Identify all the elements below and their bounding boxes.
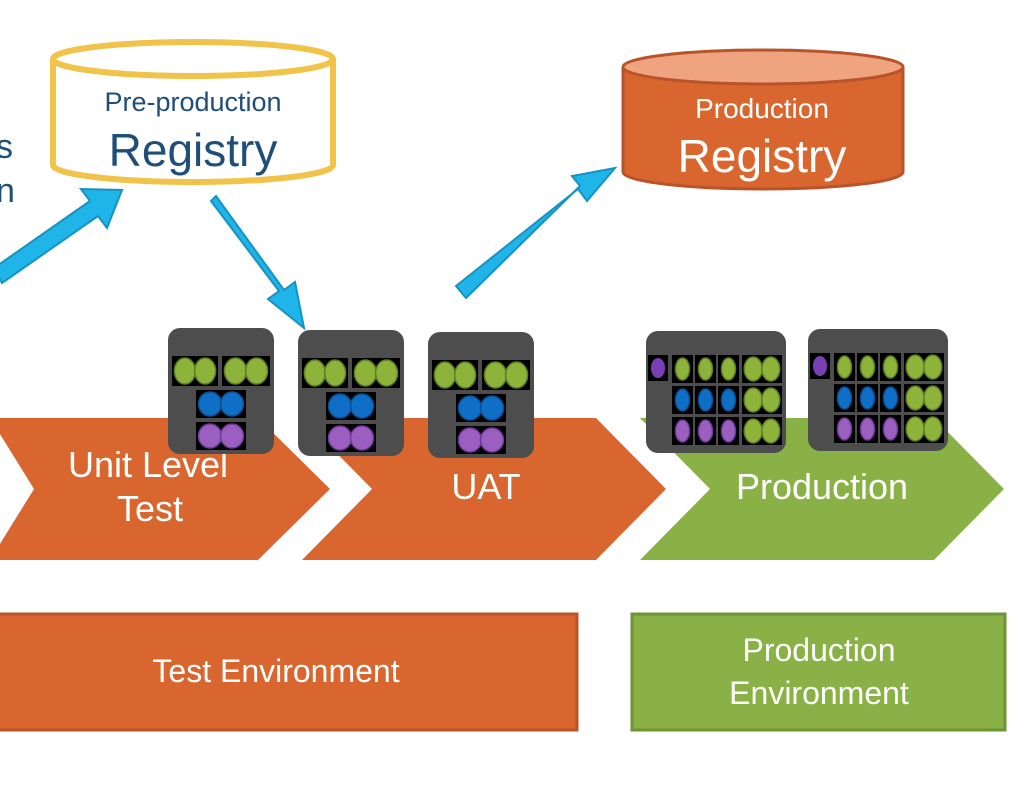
small-container-tray-2-purple-dot	[349, 425, 375, 451]
large-container-tray-2-dot	[836, 355, 853, 379]
small-container-tray-3-blue-dot	[479, 395, 505, 421]
large-container-tray-2-dot	[836, 386, 853, 410]
large-container-tray-2-green-pair-dot	[923, 416, 943, 442]
large-container-tray-1-dot	[720, 388, 737, 412]
edge-text-line-2: n	[0, 172, 15, 210]
large-container-tray-2-green-pair-dot	[923, 354, 943, 380]
large-container-tray-2-green-pair-dot	[905, 385, 925, 411]
push-to-preproduction-arrow	[0, 187, 124, 285]
production-registry-body	[621, 67, 905, 191]
small-container-tray-1-purple-dot	[219, 423, 245, 449]
production-environment-label-line-1: Production	[743, 632, 896, 668]
large-container-tray-1-green-pair-dot	[761, 418, 781, 444]
preproduction-registry-label-line-1: Pre-production	[104, 87, 281, 117]
small-container-tray-3-purple-dot	[479, 427, 505, 453]
production-registry-top	[621, 48, 905, 86]
large-container-tray-1-green-pair-dot	[761, 387, 781, 413]
large-container-tray-2-green-pair-dot	[905, 416, 925, 442]
large-container-tray-1-dot	[674, 419, 691, 443]
large-container-tray-2-dot	[836, 417, 853, 441]
small-container-tray-3-purple-dot	[457, 427, 483, 453]
production-environment-label-line-2: Environment	[729, 675, 909, 711]
small-container-tray-2-blue-dot	[327, 393, 353, 419]
large-container-tray-2-green-pair-dot	[923, 385, 943, 411]
production-stage-label: Production	[736, 466, 908, 507]
promote-to-production-arrow	[454, 166, 618, 300]
large-container-tray-1-dot	[674, 357, 691, 381]
large-container-tray-2-dot	[859, 386, 876, 410]
pull-from-preproduction-arrow	[209, 194, 306, 331]
small-container-tray-2-green-right-dot	[353, 359, 378, 387]
large-container-tray-1-green-pair-dot	[743, 418, 763, 444]
large-container-tray-1-dot	[720, 357, 737, 381]
large-container-tray-2-dot	[882, 355, 899, 379]
preproduction-registry-top	[50, 39, 336, 79]
small-container-tray-3-blue-dot	[457, 395, 483, 421]
large-container-tray-1-dot	[674, 388, 691, 412]
small-container-tray-1-blue-dot	[197, 391, 223, 417]
production-chevron	[640, 418, 1004, 560]
container-trays	[168, 328, 948, 458]
test-environment-label: Test Environment	[152, 653, 399, 689]
large-container-tray-1-green-pair-dot	[761, 356, 781, 382]
small-container-tray-3-green-left-dot	[433, 361, 457, 389]
unit-level-test-label-line-2: Test	[117, 488, 183, 529]
test-environment-box	[0, 612, 579, 732]
large-container-tray-1-dot	[697, 419, 714, 443]
small-container-tray-1-purple-dot	[197, 423, 223, 449]
large-container-tray-2-violet-dot	[813, 356, 827, 376]
small-container-tray-3-green-right-dot	[504, 361, 529, 389]
small-container-tray-2-blue-dot	[349, 393, 375, 419]
small-container-tray-2-green-right-dot	[374, 359, 399, 387]
large-container-tray-2-dot	[859, 355, 876, 379]
large-container-tray-2-dot	[882, 417, 899, 441]
large-container-tray-1-green-pair-dot	[743, 387, 763, 413]
production-environment-box	[630, 612, 1007, 732]
small-container-tray-1-green-right-dot	[244, 357, 269, 385]
preproduction-registry-body	[50, 59, 336, 185]
production-registry-label-line-2: Registry	[678, 130, 847, 182]
small-container-tray-2-green-left-dot	[323, 359, 347, 387]
small-container-tray-2-purple-dot	[327, 425, 353, 451]
large-container-tray-2-green-pair-dot	[905, 354, 925, 380]
preproduction-registry: Pre-production Registry	[50, 39, 336, 185]
production-registry-label-line-1: Production	[695, 93, 829, 124]
large-container-tray-1-dot	[720, 419, 737, 443]
edge-text-line-1: s	[0, 128, 13, 166]
production-registry: Production Registry	[621, 48, 905, 191]
small-container-tray-1-green-left-dot	[173, 357, 197, 385]
small-container-tray-3-green-left-dot	[453, 361, 477, 389]
small-container-tray-3-green-right-dot	[483, 361, 508, 389]
large-container-tray-1-violet-dot	[651, 358, 665, 378]
large-container-tray-1-dot	[697, 388, 714, 412]
small-container-tray-2-green-left-dot	[303, 359, 327, 387]
large-container-tray-2-dot	[859, 417, 876, 441]
large-container-tray-1-green-pair-dot	[743, 356, 763, 382]
small-container-tray-1-blue-dot	[219, 391, 245, 417]
preproduction-registry-label-line-2: Registry	[109, 124, 278, 176]
large-container-tray-1-dot	[697, 357, 714, 381]
small-container-tray-1-green-left-dot	[193, 357, 217, 385]
small-container-tray-1-green-right-dot	[223, 357, 248, 385]
uat-label: UAT	[451, 466, 520, 507]
large-container-tray-2-dot	[882, 386, 899, 410]
